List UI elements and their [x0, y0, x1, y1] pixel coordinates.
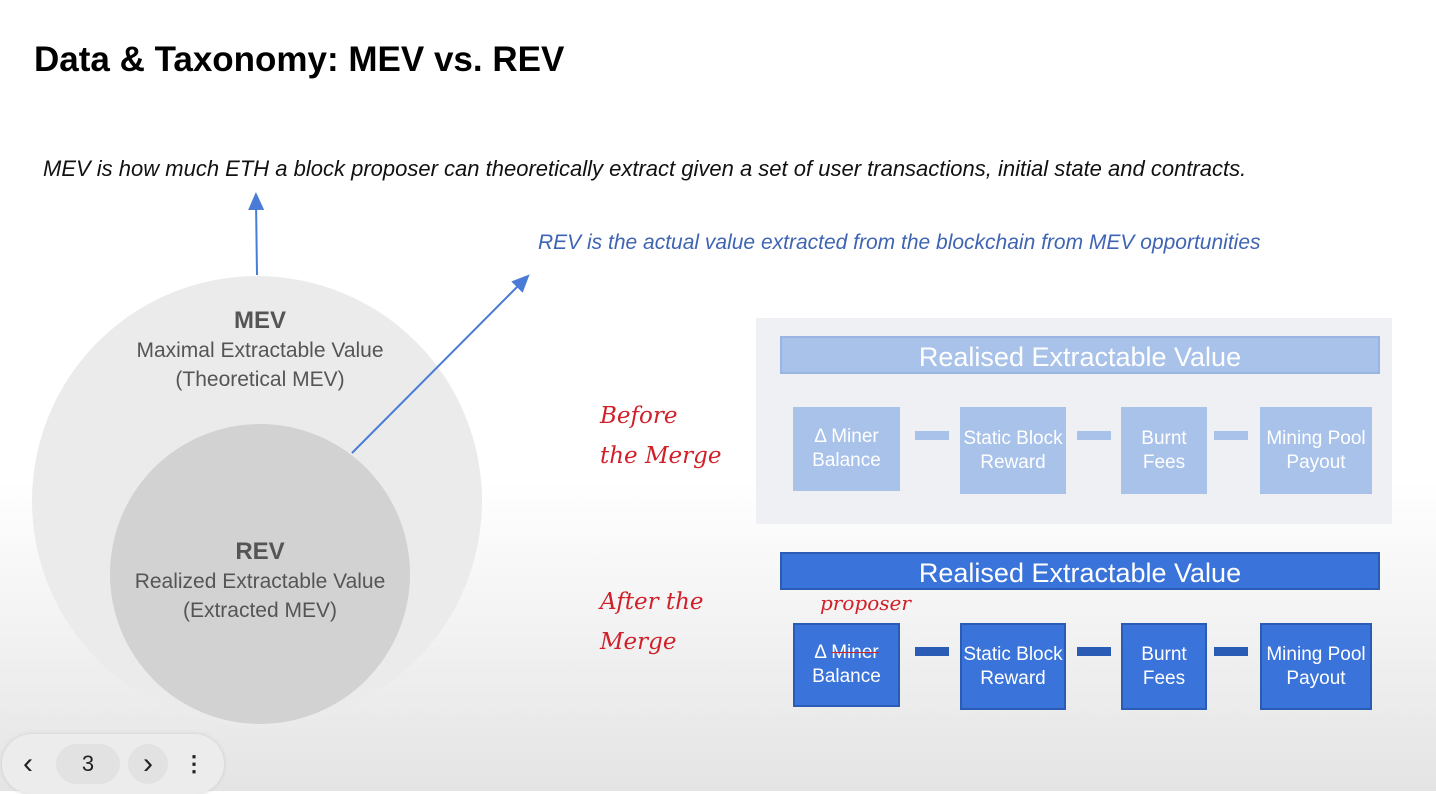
rev-circle	[110, 424, 410, 724]
next-slide-button[interactable]: ›	[128, 744, 168, 784]
minus-sign	[915, 431, 949, 440]
before-static-block-reward: Static Block Reward	[960, 407, 1066, 494]
page-number[interactable]: 3	[56, 744, 120, 784]
rev-definition: REV is the actual value extracted from t…	[538, 231, 1261, 254]
minus-sign	[1214, 431, 1248, 440]
slide-navigation: ‹ 3 › ⋮	[2, 734, 224, 794]
previous-slide-button[interactable]: ‹	[23, 747, 33, 780]
before-burnt-fees: Burnt Fees	[1121, 407, 1207, 494]
minus-sign	[1077, 431, 1111, 440]
after-mining-pool-payout: Mining Pool Payout	[1260, 623, 1372, 710]
minus-sign	[1214, 647, 1248, 656]
after-burnt-fees: Burnt Fees	[1121, 623, 1207, 710]
mev-arrow	[248, 192, 265, 276]
after-header: Realised Extractable Value	[780, 552, 1380, 590]
proposer-annotation: proposer	[820, 591, 911, 615]
minus-sign	[915, 647, 949, 656]
after-static-block-reward: Static Block Reward	[960, 623, 1066, 710]
before-mining-pool-payout: Mining Pool Payout	[1260, 407, 1372, 494]
before-miner-balance: Δ Miner Balance	[793, 407, 900, 491]
before-header: Realised Extractable Value	[780, 336, 1380, 374]
more-options-button[interactable]: ⋮	[183, 751, 205, 776]
rev-arrow	[351, 274, 530, 454]
minus-sign	[1077, 647, 1111, 656]
slide-title: Data & Taxonomy: MEV vs. REV	[34, 40, 565, 79]
after-proposer-balance: Δ Miner Balance	[793, 623, 900, 707]
mev-definition: MEV is how much ETH a block proposer can…	[43, 156, 1247, 181]
